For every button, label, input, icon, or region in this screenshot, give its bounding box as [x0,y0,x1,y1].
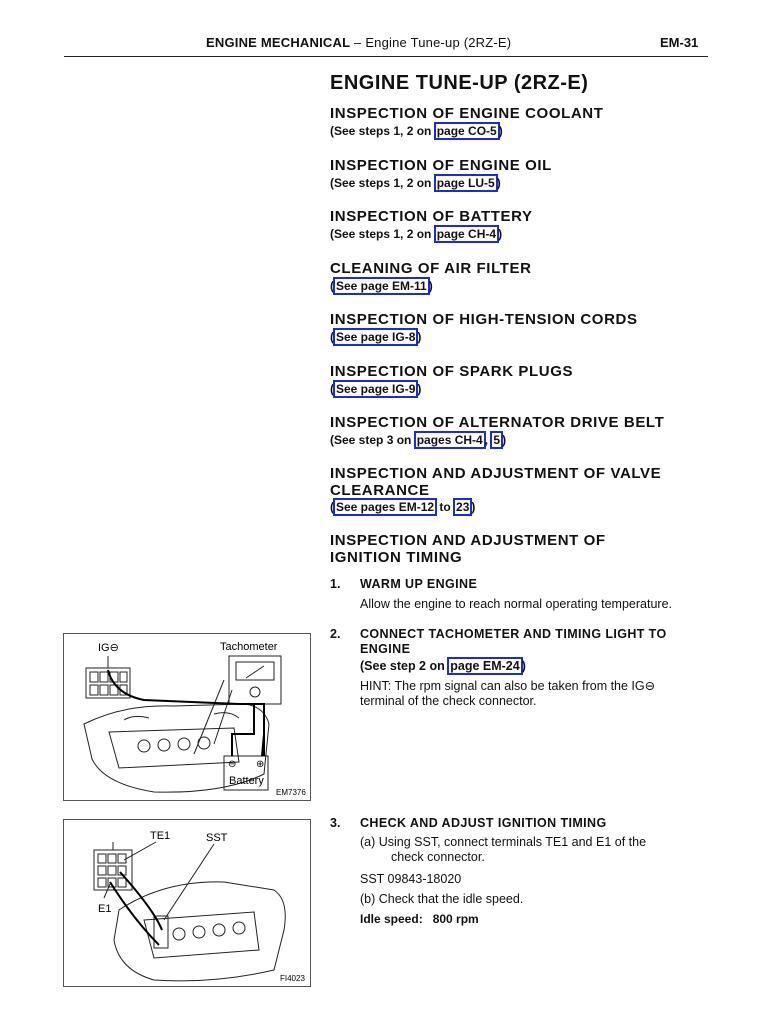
ref-text: ) [502,433,507,447]
section-heading-ignition-timing: INSPECTION AND ADJUSTMENT OF IGNITION TI… [330,532,606,566]
page-number: EM-31 [660,35,699,50]
ref-text: ) [498,124,503,138]
section-ref-battery: (See steps 1, 2 on page CH-4) [330,225,503,243]
fig2-sst-label: SST [206,832,228,844]
step-3-title: CHECK AND ADJUST IGNITION TIMING [360,816,607,830]
step-2-title: CONNECT TACHOMETER AND TIMING LIGHT TO E… [360,627,667,657]
fig1-battery-label: Battery [229,775,264,787]
step-1-title: WARM UP ENGINE [360,577,478,591]
figure-sst-terminals: TE1 SST E1 FI4023 [63,819,311,987]
section-ref-spark-plugs: (See page IG-9) [330,380,422,398]
link-page-em-11[interactable]: See page EM-11 [333,277,430,295]
fig1-plus-label: ⊕ [256,759,264,770]
section-heading-high-tension-cords: INSPECTION OF HIGH-TENSION CORDS [330,311,638,328]
idle-speed-label: Idle speed: [360,912,423,926]
ref-text: ) [521,659,526,673]
ref-text: ( [330,382,334,396]
fig2-e1-label: E1 [98,903,111,915]
fig2-te1-label: TE1 [150,830,170,842]
step-3-number: 3. [330,816,341,830]
fig1-minus-label: ⊖ [228,759,236,770]
step-2-number: 2. [330,627,341,641]
step-2-ref: (See step 2 on page EM-24) [360,657,526,675]
fig1-tachometer-label: Tachometer [220,641,278,653]
link-page-em-24[interactable]: page EM-24 [447,657,523,675]
step-3-sst: SST 09843-18020 [360,872,462,886]
section-heading-battery: INSPECTION OF BATTERY [330,208,533,225]
link-page-lu-5[interactable]: page LU-5 [433,174,498,192]
page-title: ENGINE TUNE-UP (2RZ-E) [330,72,589,94]
link-page-23[interactable]: 23 [453,498,473,516]
ref-text: ) [428,279,433,293]
ref-text: ) [471,500,476,514]
figure-tachometer-connection: IG⊖ Tachometer ⊖ ⊕ Battery EM7376 [63,633,311,801]
section-heading-alternator-belt: INSPECTION OF ALTERNATOR DRIVE BELT [330,414,665,431]
heading-line: CLEARANCE [330,482,430,499]
header-dash: – [350,35,366,50]
section-ref-high-tension-cords: (See page IG-8) [330,328,422,346]
step-3-a: (a) Using SST, connect terminals TE1 and… [360,835,646,865]
section-ref-air-filter: (See page EM-11) [330,277,433,295]
header-rule [64,56,708,57]
ref-text: ) [417,382,422,396]
figure-2-drawing: TE1 SST E1 FI4023 [93,830,305,983]
section-ref-alternator-belt: (See step 3 on pages CH-4, 5) [330,431,507,449]
section-heading-valve-clearance: INSPECTION AND ADJUSTMENT OF VALVE CLEAR… [330,465,661,499]
idle-speed-value: 800 rpm [432,912,479,926]
step-title-line: CONNECT TACHOMETER AND TIMING LIGHT TO [360,627,667,641]
ref-text: ( [330,330,334,344]
step-3-b: (b) Check that the idle speed. [360,892,524,906]
ref-text: (See step 2 on [360,659,449,673]
section-heading-air-filter: CLEANING OF AIR FILTER [330,260,532,277]
step-line: (a) Using SST, connect terminals TE1 and… [360,835,647,849]
fig1-code: EM7376 [276,788,306,797]
ref-text: (See steps 1, 2 on [330,124,435,138]
hint-line: HINT: The rpm signal can also be taken f… [360,679,656,693]
section-ref-coolant: (See steps 1, 2 on page CO-5) [330,122,503,140]
section-heading-engine-oil: INSPECTION OF ENGINE OIL [330,157,552,174]
ref-text: (See steps 1, 2 on [330,227,435,241]
link-page-ig-9[interactable]: See page IG-9 [333,380,419,398]
ref-text: (See step 3 on [330,433,415,447]
heading-line: INSPECTION AND ADJUSTMENT OF VALVE [330,465,662,482]
step-line: check connector. [391,850,485,864]
section-ref-valve-clearance: (See pages EM-12 to 23) [330,498,476,516]
link-page-co-5[interactable]: page CO-5 [433,122,500,140]
step-1-body: Allow the engine to reach normal operati… [360,597,672,611]
figure-1-drawing: IG⊖ Tachometer ⊖ ⊕ Battery EM7376 [83,641,306,797]
step-title-line: ENGINE [360,642,411,656]
fig1-ig-label: IG⊖ [98,642,119,654]
header-section: ENGINE MECHANICAL [206,35,351,50]
fig2-code: FI4023 [280,974,305,983]
ref-text: to [436,500,455,514]
ref-text: , [484,433,492,447]
ref-text: (See steps 1, 2 on [330,176,435,190]
ref-text: ) [417,330,422,344]
link-pages-ch-4[interactable]: pages CH-4 [413,431,486,449]
section-heading-coolant: INSPECTION OF ENGINE COOLANT [330,105,604,122]
running-header: ENGINE MECHANICAL – Engine Tune-up (2RZ-… [206,35,706,50]
idle-speed: Idle speed: 800 rpm [360,912,479,927]
link-pages-em-12[interactable]: See pages EM-12 [333,498,438,516]
ref-text: ) [498,227,503,241]
step-1-number: 1. [330,577,341,591]
section-heading-spark-plugs: INSPECTION OF SPARK PLUGS [330,363,574,380]
step-2-hint: HINT: The rpm signal can also be taken f… [360,679,655,709]
link-page-5[interactable]: 5 [490,431,504,449]
ref-text: ( [330,500,334,514]
heading-line: INSPECTION AND ADJUSTMENT OF [330,532,606,549]
link-page-ig-8[interactable]: See page IG-8 [333,328,419,346]
link-page-ch-4[interactable]: page CH-4 [433,225,500,243]
header-subtitle: Engine Tune-up (2RZ-E) [365,35,512,50]
heading-line: IGNITION TIMING [330,549,463,566]
ref-text: ( [330,279,334,293]
hint-line: terminal of the check connector. [360,694,537,708]
section-ref-engine-oil: (See steps 1, 2 on page LU-5) [330,174,501,192]
ref-text: ) [496,176,501,190]
